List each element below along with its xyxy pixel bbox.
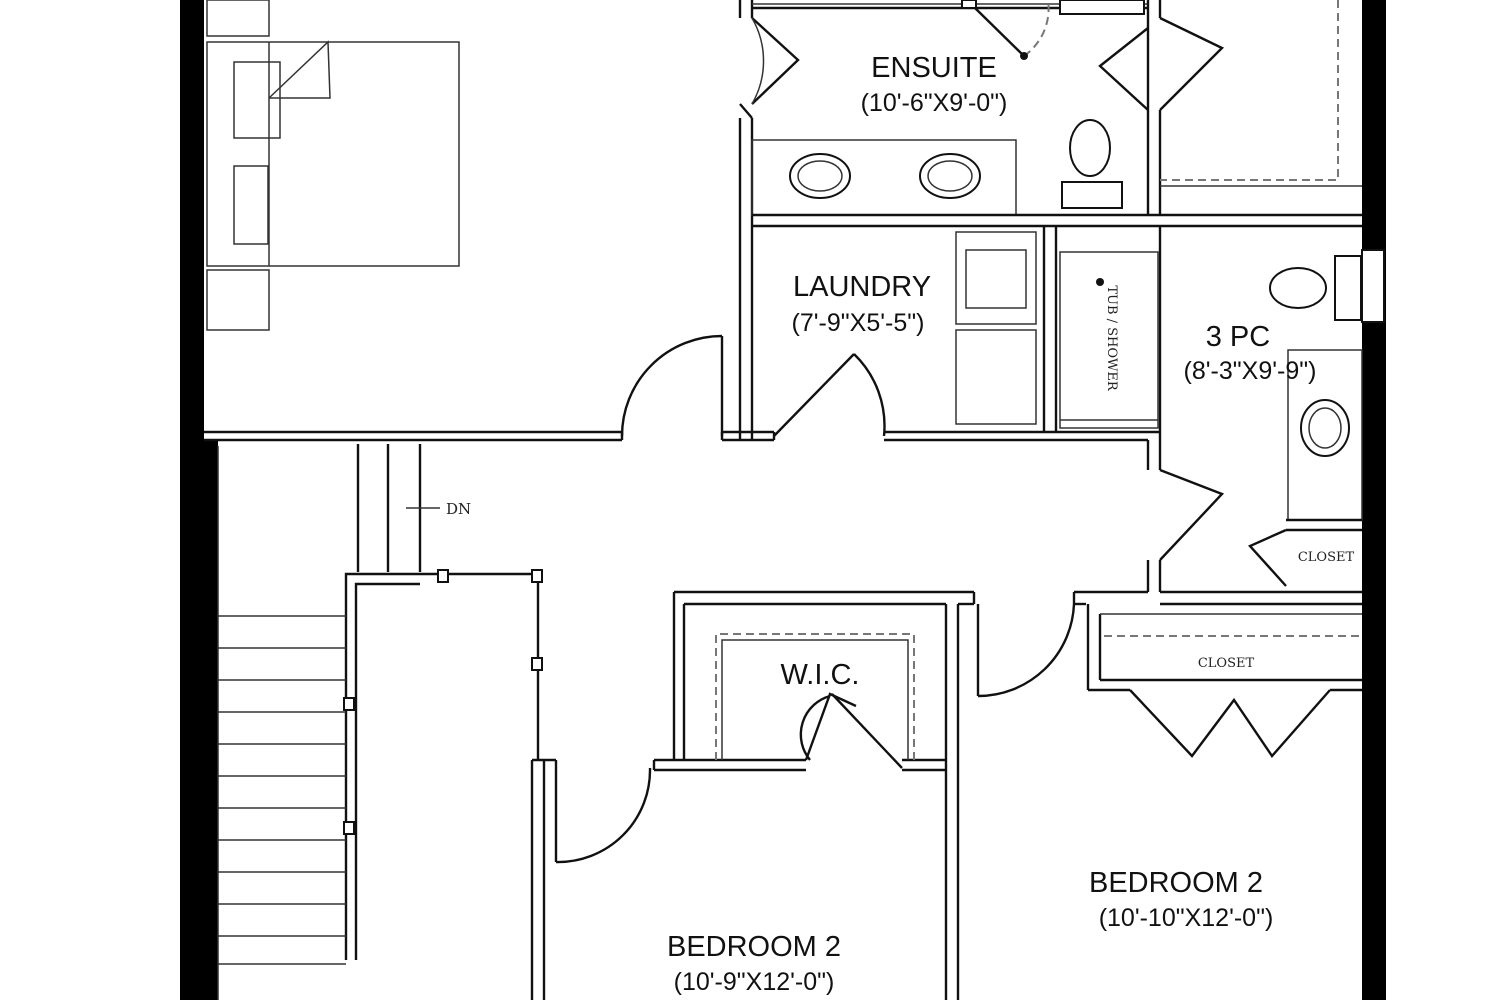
three-pc-dims: (8'-3"X9'-9") bbox=[1184, 357, 1317, 385]
bedroom-a-dims: (10'-9"X12'-0") bbox=[674, 968, 835, 996]
ensuite-dims: (10'-6"X9'-0") bbox=[861, 89, 1008, 117]
ensuite-name: ENSUITE bbox=[871, 52, 997, 84]
closet-note-bedroom: CLOSET bbox=[1198, 656, 1255, 671]
stair-down-note: DN bbox=[446, 500, 471, 518]
laundry-dims: (7'-9"X5'-5") bbox=[792, 309, 925, 337]
master-bed bbox=[206, 0, 460, 331]
tub-shower-note: TUB / SHOWER bbox=[1104, 285, 1119, 392]
exterior-wall-left-lower bbox=[180, 440, 218, 1000]
laundry-name: LAUNDRY bbox=[793, 271, 931, 303]
bedroom-b-name: BEDROOM 2 bbox=[1089, 867, 1263, 899]
bedroom-b-dims: (10'-10"X12'-0") bbox=[1099, 904, 1274, 932]
exterior-wall-right bbox=[1362, 0, 1386, 1000]
bedroom-a-name: BEDROOM 2 bbox=[667, 931, 841, 963]
closet-note-3pc: CLOSET bbox=[1298, 550, 1355, 565]
three-pc-name: 3 PC bbox=[1206, 321, 1270, 353]
interior-walls bbox=[204, 0, 1385, 1000]
wic-name: W.I.C. bbox=[781, 659, 860, 691]
